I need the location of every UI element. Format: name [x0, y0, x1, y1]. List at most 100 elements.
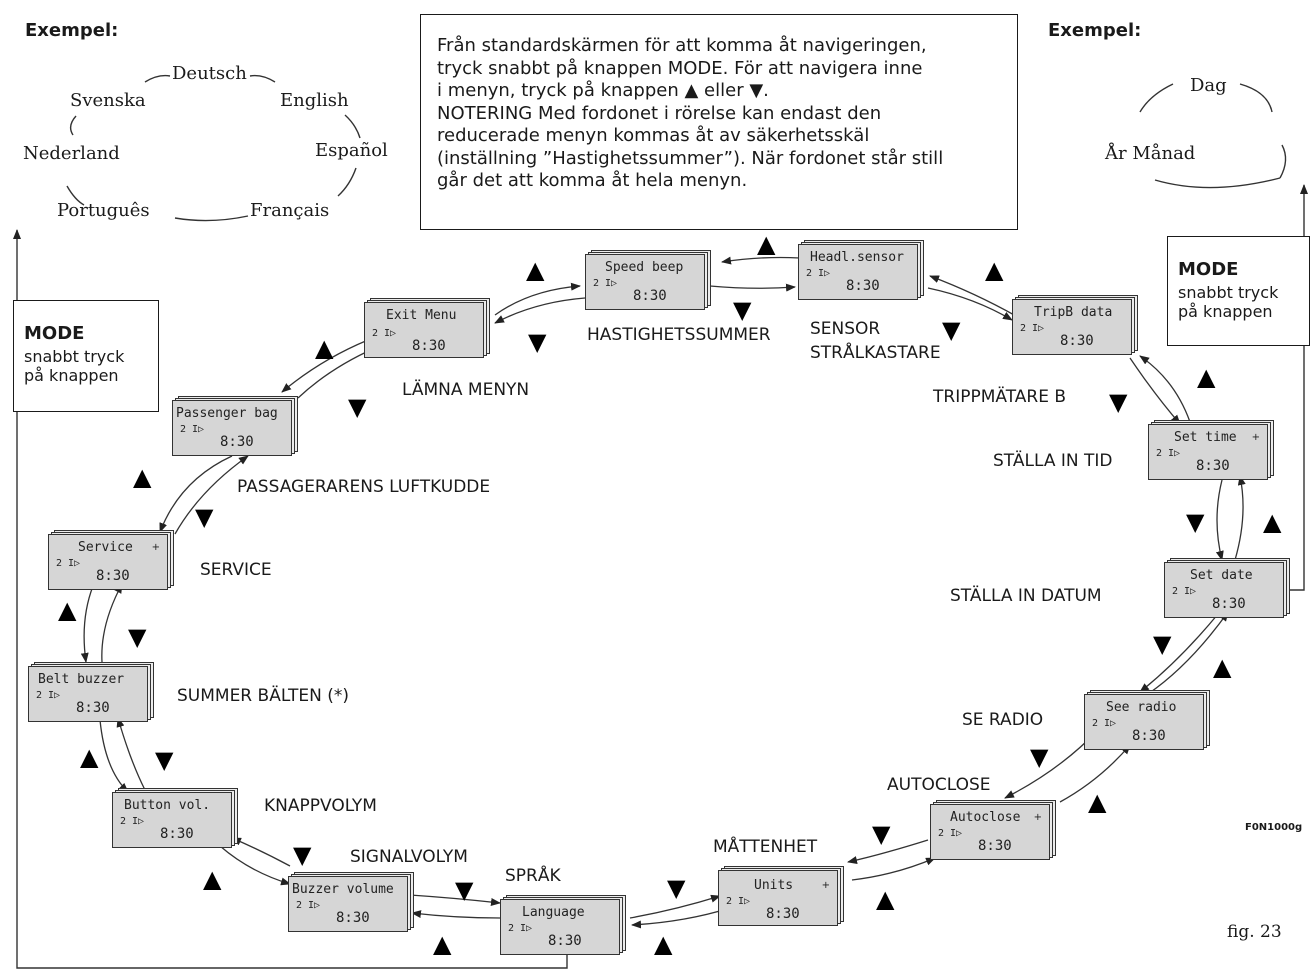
- screen-title: Service: [78, 540, 133, 555]
- screen-title: TripB data: [1034, 305, 1113, 320]
- screen-time: 8:30: [1132, 728, 1166, 744]
- screen-indicator: 2 I▷: [726, 896, 751, 907]
- up-arrow-icon: ▲: [876, 885, 895, 913]
- down-arrow-icon: ▼: [155, 746, 174, 774]
- down-arrow-icon: ▼: [195, 503, 214, 531]
- down-arrow-icon: ▼: [1186, 508, 1205, 536]
- screen-button-vol: Button vol. 2 I▷ 8:30: [112, 788, 238, 848]
- screen-time: 8:30: [76, 700, 110, 716]
- down-arrow-icon: ▼: [293, 841, 312, 869]
- screen-indicator: 2 I▷: [806, 268, 831, 279]
- date-day: Dag: [1190, 75, 1227, 96]
- screen-title: Units: [754, 878, 794, 893]
- up-arrow-icon: ▲: [433, 930, 452, 958]
- mode-subtitle: snabbt tryck på knappen: [24, 347, 125, 385]
- mode-box-right: MODE snabbt tryck på knappen: [1167, 236, 1310, 346]
- screen-tripb-data: TripB data 2 I▷ 8:30: [1012, 295, 1138, 355]
- up-arrow-icon: ▲: [1197, 363, 1216, 391]
- up-arrow-icon: ▲: [58, 596, 77, 624]
- screen-title: Button vol.: [124, 798, 211, 813]
- up-arrow-icon: ▲: [1213, 653, 1232, 681]
- label-stalla-in-tid: STÄLLA IN TID: [993, 451, 1113, 471]
- screen-title: See radio: [1106, 700, 1177, 715]
- instruction-text: Från standardskärmen för att komma åt na…: [437, 35, 944, 191]
- screen-see-radio: See radio 2 I▷ 8:30: [1084, 690, 1210, 750]
- up-arrow-icon: ▲: [985, 256, 1004, 284]
- label-summer-balten: SUMMER BÄLTEN (*): [177, 686, 349, 706]
- label-sprak: SPRÅK: [505, 866, 561, 886]
- down-arrow-icon: ▼: [733, 296, 752, 324]
- label-se-radio: SE RADIO: [962, 710, 1044, 730]
- up-arrow-icon: ▲: [1088, 788, 1107, 816]
- screen-title: Passenger bag: [176, 406, 278, 421]
- screen-time: 8:30: [846, 278, 880, 294]
- down-arrow-icon: ▼: [348, 393, 367, 421]
- screen-indicator: 2 I▷: [1156, 448, 1181, 459]
- screen-indicator: 2 I▷: [120, 816, 145, 827]
- screen-exit-menu: Exit Menu 2 I▷ 8:30: [364, 298, 490, 358]
- up-arrow-icon: ▲: [654, 930, 673, 958]
- down-arrow-icon: ▼: [667, 874, 686, 902]
- screen-title: Belt buzzer: [38, 672, 125, 687]
- screen-title: Speed beep: [605, 260, 684, 275]
- screen-time: 8:30: [220, 434, 254, 450]
- label-trippmatare-b: TRIPPMÄTARE B: [933, 387, 1067, 407]
- mode-box-left: MODE snabbt tryck på knappen: [13, 300, 159, 412]
- screen-time: 8:30: [96, 568, 130, 584]
- label-mattenhet: MÅTTENHET: [713, 837, 818, 857]
- screen-title: Autoclose: [950, 810, 1021, 825]
- down-arrow-icon: ▼: [1153, 630, 1172, 658]
- mode-title: MODE: [24, 323, 85, 344]
- screen-indicator: 2 I▷: [1020, 323, 1045, 334]
- screen-buzzer-volume: Buzzer volume 2 I▷ 8:30: [288, 872, 414, 932]
- up-arrow-icon: ▲: [757, 230, 776, 258]
- screen-title: Buzzer volume: [292, 882, 394, 897]
- label-autoclose: AUTOCLOSE: [887, 775, 991, 795]
- label-knappvolym: KNAPPVOLYM: [264, 796, 377, 816]
- screen-time: 8:30: [336, 910, 370, 926]
- down-arrow-icon: ▼: [1030, 743, 1049, 771]
- down-arrow-icon: ▼: [1109, 388, 1128, 416]
- screen-units: Units + 2 I▷ 8:30: [718, 866, 844, 926]
- label-service: SERVICE: [200, 560, 272, 580]
- language-deutsch: Deutsch: [172, 63, 247, 84]
- language-francais: Français: [250, 200, 330, 221]
- up-arrow-icon: ▲: [133, 463, 152, 491]
- instruction-note: Från standardskärmen för att komma åt na…: [420, 14, 1018, 230]
- screen-time: 8:30: [978, 838, 1012, 854]
- screen-extra: +: [1251, 432, 1260, 443]
- screen-title: Language: [522, 905, 585, 920]
- figure-code: F0N1000g: [1245, 822, 1303, 833]
- screen-language: Language 2 I▷ 8:30: [500, 895, 626, 955]
- language-nederland: Nederland: [23, 143, 120, 164]
- screen-title: Set date: [1190, 568, 1253, 583]
- screen-extra: +: [151, 542, 160, 553]
- up-arrow-icon: ▲: [315, 334, 334, 362]
- right-example-title: Exempel:: [1048, 20, 1142, 41]
- screen-time: 8:30: [160, 826, 194, 842]
- screen-time: 8:30: [1196, 458, 1230, 474]
- down-arrow-icon: ▼: [872, 820, 891, 848]
- label-signalvolym: SIGNALVOLYM: [350, 847, 468, 867]
- screen-indicator: 2 I▷: [296, 900, 321, 911]
- screen-belt-buzzer: Belt buzzer 2 I▷ 8:30: [28, 662, 154, 722]
- screen-time: 8:30: [548, 933, 582, 949]
- screen-headl-sensor: Headl.sensor 2 I▷ 8:30: [798, 240, 924, 300]
- left-example-title: Exempel:: [25, 20, 119, 41]
- screen-extra: +: [821, 880, 830, 891]
- screen-indicator: 2 I▷: [180, 424, 205, 435]
- language-espanol: Español: [315, 140, 388, 161]
- screen-autoclose: Autoclose + 2 I▷ 8:30: [930, 800, 1056, 860]
- screen-indicator: 2 I▷: [1172, 586, 1197, 597]
- screen-time: 8:30: [412, 338, 446, 354]
- screen-set-date: Set date 2 I▷ 8:30: [1164, 558, 1290, 618]
- screen-title: Headl.sensor: [810, 250, 904, 265]
- down-arrow-icon: ▼: [128, 623, 147, 651]
- screen-speed-beep: Speed beep 2 I▷ 8:30: [585, 250, 711, 310]
- language-svenska: Svenska: [70, 90, 146, 111]
- screen-title: Exit Menu: [386, 308, 457, 323]
- figure-label: fig. 23: [1227, 922, 1282, 942]
- down-arrow-icon: ▼: [455, 876, 474, 904]
- screen-set-time: Set time + 2 I▷ 8:30: [1148, 420, 1274, 480]
